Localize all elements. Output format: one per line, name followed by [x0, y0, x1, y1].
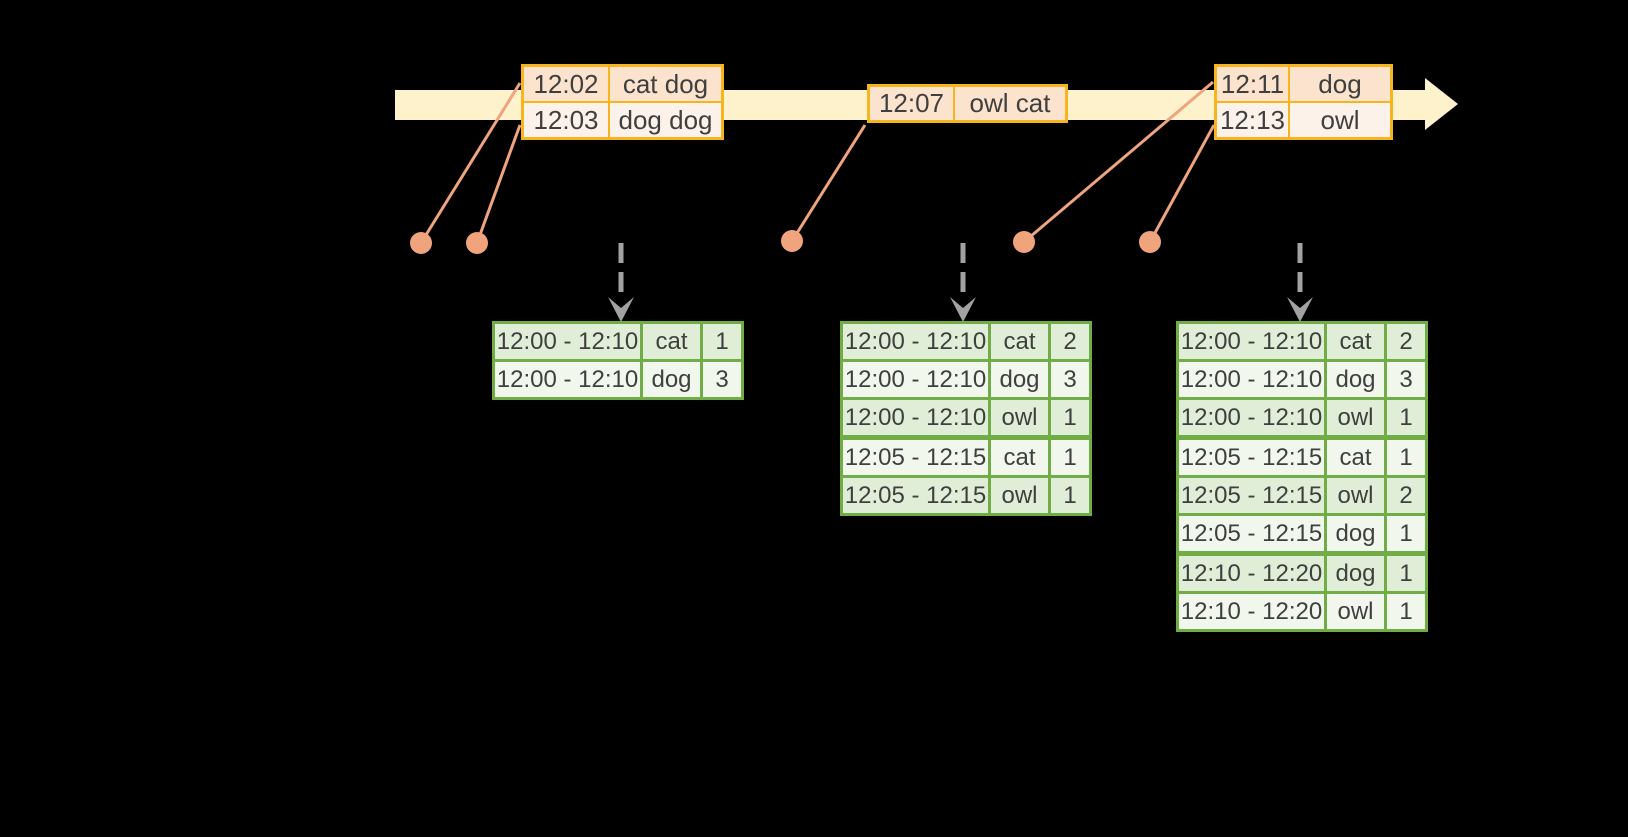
window-cell: 12:05 - 12:15	[844, 443, 987, 471]
window-cell: 12:00 - 12:10	[844, 327, 987, 355]
trigger-arrowhead-icon	[950, 297, 976, 322]
trigger-arrowhead-icon	[1287, 297, 1313, 322]
word-cell: owl	[1324, 478, 1384, 513]
event-time-cell: 12:03	[533, 104, 599, 135]
word-cell: cat	[988, 324, 1048, 359]
result-row: 12:00 - 12:10 dog 3	[843, 359, 1089, 397]
result-row: 12:00 - 12:10 cat 2	[1179, 324, 1425, 359]
result-row: 12:05 - 12:15 dog 1	[1179, 513, 1425, 551]
result-row: 12:05 - 12:15 cat 1	[1179, 435, 1425, 475]
count-cell: 2	[1048, 324, 1089, 359]
event-row: 12:13 owl	[1217, 101, 1390, 137]
result-row: 12:00 - 12:10 cat 1	[495, 324, 741, 359]
count-cell: 1	[1384, 516, 1425, 551]
count-cell: 1	[1048, 440, 1089, 475]
window-cell: 12:10 - 12:20	[1180, 597, 1323, 625]
result-row: 12:00 - 12:10 owl 1	[1179, 397, 1425, 435]
event-time-cell: 12:13	[1219, 104, 1286, 135]
count-cell: 3	[700, 362, 741, 397]
window-cell: 12:00 - 12:10	[844, 365, 987, 393]
event-connector-line	[1148, 124, 1216, 243]
trigger-arrowhead-icon	[608, 297, 634, 322]
result-row: 12:05 - 12:15 owl 2	[1179, 475, 1425, 513]
result-row: 12:00 - 12:10 dog 3	[1179, 359, 1425, 397]
window-cell: 12:00 - 12:10	[844, 403, 987, 431]
event-connector-line	[790, 124, 867, 242]
count-cell: 1	[1384, 556, 1425, 591]
count-cell: 3	[1048, 362, 1089, 397]
result-row: 12:05 - 12:15 cat 1	[843, 435, 1089, 475]
event-connector-line	[1023, 80, 1214, 244]
event-time-dot	[410, 232, 432, 254]
word-cell: owl	[1324, 594, 1384, 629]
word-cell: dog	[988, 362, 1048, 397]
result-table-1: 12:00 - 12:10 cat 1 12:00 - 12:10 dog 3	[492, 321, 744, 400]
event-row: 12:11 dog	[1217, 67, 1390, 101]
event-time-dot	[1139, 231, 1161, 253]
word-cell: dog	[1324, 362, 1384, 397]
event-words-cell: owl	[1288, 103, 1390, 137]
event-words-cell: owl cat	[953, 87, 1065, 120]
window-cell: 12:05 - 12:15	[1180, 443, 1323, 471]
count-cell: 1	[1384, 400, 1425, 435]
event-time-cell: 12:02	[533, 68, 599, 99]
result-row: 12:00 - 12:10 dog 3	[495, 359, 741, 397]
result-table-2: 12:00 - 12:10 cat 2 12:00 - 12:10 dog 3 …	[840, 321, 1092, 516]
window-cell: 12:05 - 12:15	[1180, 481, 1323, 509]
count-cell: 1	[1384, 440, 1425, 475]
event-box-2: 12:07 owl cat	[867, 84, 1068, 123]
event-time-cell: 12:11	[1220, 68, 1285, 99]
word-cell: dog	[640, 362, 700, 397]
result-row: 12:05 - 12:15 owl 1	[843, 475, 1089, 513]
window-cell: 12:05 - 12:15	[844, 481, 987, 509]
count-cell: 2	[1384, 478, 1425, 513]
result-row: 12:10 - 12:20 owl 1	[1179, 591, 1425, 629]
word-cell: dog	[1324, 516, 1384, 551]
event-box-1: 12:02 cat dog 12:03 dog dog	[521, 64, 724, 140]
event-connector-line	[419, 82, 522, 244]
count-cell: 1	[700, 324, 741, 359]
count-cell: 2	[1384, 324, 1425, 359]
result-table-3: 12:00 - 12:10 cat 2 12:00 - 12:10 dog 3 …	[1176, 321, 1428, 632]
word-cell: cat	[1324, 440, 1384, 475]
window-cell: 12:00 - 12:10	[1180, 365, 1323, 393]
event-connector-line	[475, 124, 522, 244]
event-time-dot	[1013, 231, 1035, 253]
word-cell: owl	[1324, 400, 1384, 435]
word-cell: dog	[1324, 556, 1384, 591]
window-cell: 12:00 - 12:10	[496, 365, 639, 393]
event-row: 12:07 owl cat	[870, 87, 1065, 120]
count-cell: 1	[1048, 478, 1089, 513]
event-time-dot	[781, 230, 803, 252]
result-row: 12:10 - 12:20 dog 1	[1179, 551, 1425, 591]
count-cell: 1	[1048, 400, 1089, 435]
event-words-cell: dog	[1288, 67, 1390, 101]
timeline-arrowhead-icon	[1425, 78, 1458, 130]
word-cell: cat	[640, 324, 700, 359]
word-cell: owl	[988, 478, 1048, 513]
window-cell: 12:10 - 12:20	[1180, 559, 1323, 587]
word-cell: cat	[988, 440, 1048, 475]
event-words-cell: dog dog	[608, 103, 721, 137]
window-cell: 12:00 - 12:10	[1180, 327, 1323, 355]
window-cell: 12:05 - 12:15	[1180, 519, 1323, 547]
result-row: 12:00 - 12:10 owl 1	[843, 397, 1089, 435]
event-row: 12:02 cat dog	[524, 67, 721, 101]
event-box-3: 12:11 dog 12:13 owl	[1214, 64, 1393, 140]
word-cell: cat	[1324, 324, 1384, 359]
count-cell: 1	[1384, 594, 1425, 629]
event-words-cell: cat dog	[608, 67, 721, 101]
result-row: 12:00 - 12:10 cat 2	[843, 324, 1089, 359]
window-cell: 12:00 - 12:10	[496, 327, 639, 355]
word-cell: owl	[988, 400, 1048, 435]
window-cell: 12:00 - 12:10	[1180, 403, 1323, 431]
event-time-cell: 12:07	[878, 88, 945, 118]
event-time-dot	[466, 232, 488, 254]
count-cell: 3	[1384, 362, 1425, 397]
event-row: 12:03 dog dog	[524, 101, 721, 137]
